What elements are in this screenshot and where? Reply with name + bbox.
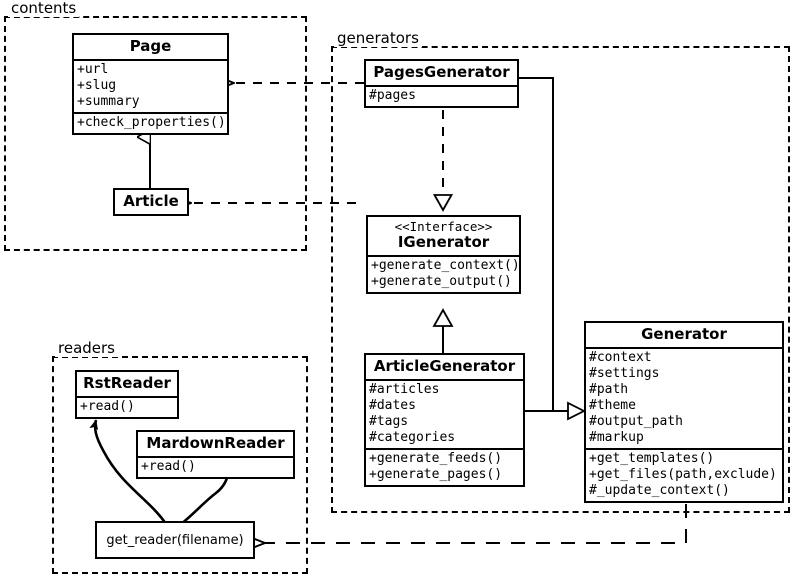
operation: #_update_context() xyxy=(589,483,730,498)
class-mardown-reader-name: MardownReader xyxy=(146,434,285,452)
connector-generator-depends-getreader xyxy=(265,504,687,543)
class-generator-name: Generator xyxy=(641,325,727,343)
class-igenerator[interactable]: <<Interface>> IGenerator +generate_conte… xyxy=(366,215,521,294)
attribute: #output_path xyxy=(589,414,683,429)
class-mardown-reader-operations: +read() xyxy=(138,456,293,477)
package-generators-label: generators xyxy=(334,30,422,47)
attribute: #path xyxy=(589,382,629,397)
operation: +generate_feeds() xyxy=(369,451,503,466)
class-article-generator-operations: +generate_feeds() +generate_pages() xyxy=(366,448,523,485)
package-contents-label: contents xyxy=(8,0,80,17)
class-rst-reader-name: RstReader xyxy=(83,374,171,392)
operation: +generate_pages() xyxy=(369,467,503,482)
class-pages-generator[interactable]: PagesGenerator #pages xyxy=(364,59,519,108)
operation: +check_properties() xyxy=(77,115,226,130)
attribute: #theme xyxy=(589,398,636,413)
package-generators xyxy=(331,46,790,513)
class-generator[interactable]: Generator #context #settings #path #them… xyxy=(584,321,784,503)
attribute: +url xyxy=(77,62,109,77)
class-generator-operations: +get_templates() +get_files(path,exclude… xyxy=(586,448,782,501)
class-page-attributes: +url +slug +summary xyxy=(74,59,227,112)
class-article-generator-attributes: #articles #dates #tags #categories xyxy=(366,379,523,448)
class-rst-reader-operations: +read() xyxy=(77,396,177,417)
function-get-reader-label: get_reader(filename) xyxy=(106,532,244,548)
package-readers-label: readers xyxy=(55,340,118,357)
operation: +generate_output() xyxy=(371,274,512,289)
attribute: #settings xyxy=(589,366,660,381)
attribute: #tags xyxy=(369,414,409,429)
class-article[interactable]: Article xyxy=(113,188,189,216)
class-page[interactable]: Page +url +slug +summary +check_properti… xyxy=(72,33,229,135)
class-pages-generator-name: PagesGenerator xyxy=(373,63,510,81)
attribute: #markup xyxy=(589,430,644,445)
class-igenerator-name: IGenerator xyxy=(397,233,490,251)
attribute: +summary xyxy=(77,94,140,109)
attribute: #articles xyxy=(369,382,440,397)
class-igenerator-stereotype: <<Interface>> xyxy=(394,219,493,234)
connector-articlegenerator-realizes-igenerator xyxy=(432,308,454,353)
class-article-generator-name: ArticleGenerator xyxy=(373,357,516,375)
operation: +get_files(path,exclude) xyxy=(589,467,777,482)
attribute: #dates xyxy=(369,398,416,413)
package-contents xyxy=(4,16,307,251)
class-pages-generator-attributes: #pages xyxy=(366,85,517,106)
operation: +generate_context() xyxy=(371,258,520,273)
function-get-reader[interactable]: get_reader(filename) xyxy=(95,521,255,559)
class-page-operations: +check_properties() xyxy=(74,112,227,133)
class-article-generator[interactable]: ArticleGenerator #articles #dates #tags … xyxy=(364,353,525,487)
class-igenerator-operations: +generate_context() +generate_output() xyxy=(368,255,520,292)
attribute: #categories xyxy=(369,430,456,445)
class-generator-attributes: #context #settings #path #theme #output_… xyxy=(586,347,782,448)
attribute: +slug xyxy=(77,78,117,93)
class-mardown-reader[interactable]: MardownReader +read() xyxy=(136,430,295,479)
package-readers xyxy=(52,356,308,574)
operation: +read() xyxy=(80,399,135,414)
class-article-name: Article xyxy=(123,192,179,210)
attribute: #pages xyxy=(369,88,416,103)
connector-getreader-creates-rstreader xyxy=(89,419,168,525)
class-page-name: Page xyxy=(129,37,172,55)
connector-generators-extend-generator xyxy=(519,77,587,421)
class-rst-reader[interactable]: RstReader +read() xyxy=(75,370,179,419)
operation: +read() xyxy=(141,459,196,474)
connector-pagesgenerator-realizes-igenerator xyxy=(432,110,454,212)
attribute: #context xyxy=(589,350,652,365)
operation: +get_templates() xyxy=(589,451,715,466)
